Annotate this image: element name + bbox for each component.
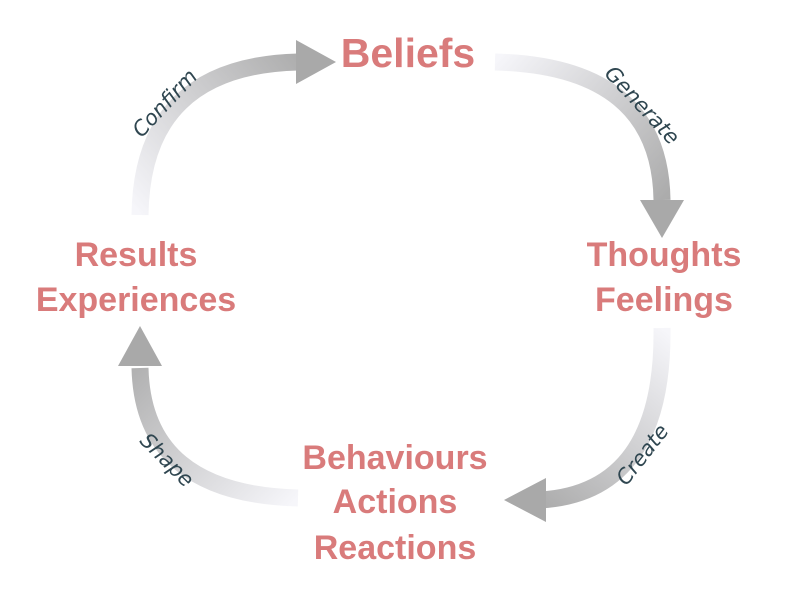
arrow-shape	[118, 326, 299, 507]
node-results-experiences: Results Experiences	[36, 236, 236, 319]
actions-label: Actions	[333, 483, 458, 521]
behaviours-label: Behaviours	[302, 439, 487, 477]
arrow-create	[504, 327, 671, 522]
results-label: Results	[75, 236, 198, 274]
experiences-label: Experiences	[36, 281, 236, 319]
reactions-label: Reactions	[314, 529, 477, 567]
arrow-generate	[494, 53, 684, 238]
node-behaviours-actions-reactions: Behaviours Actions Reactions	[302, 439, 487, 567]
arrow-confirm	[131, 40, 336, 216]
beliefs-label: Beliefs	[341, 30, 475, 76]
feelings-label: Feelings	[595, 281, 733, 319]
node-thoughts-feelings: Thoughts Feelings	[587, 236, 742, 319]
thoughts-label: Thoughts	[587, 236, 742, 274]
node-beliefs: Beliefs	[341, 30, 475, 76]
